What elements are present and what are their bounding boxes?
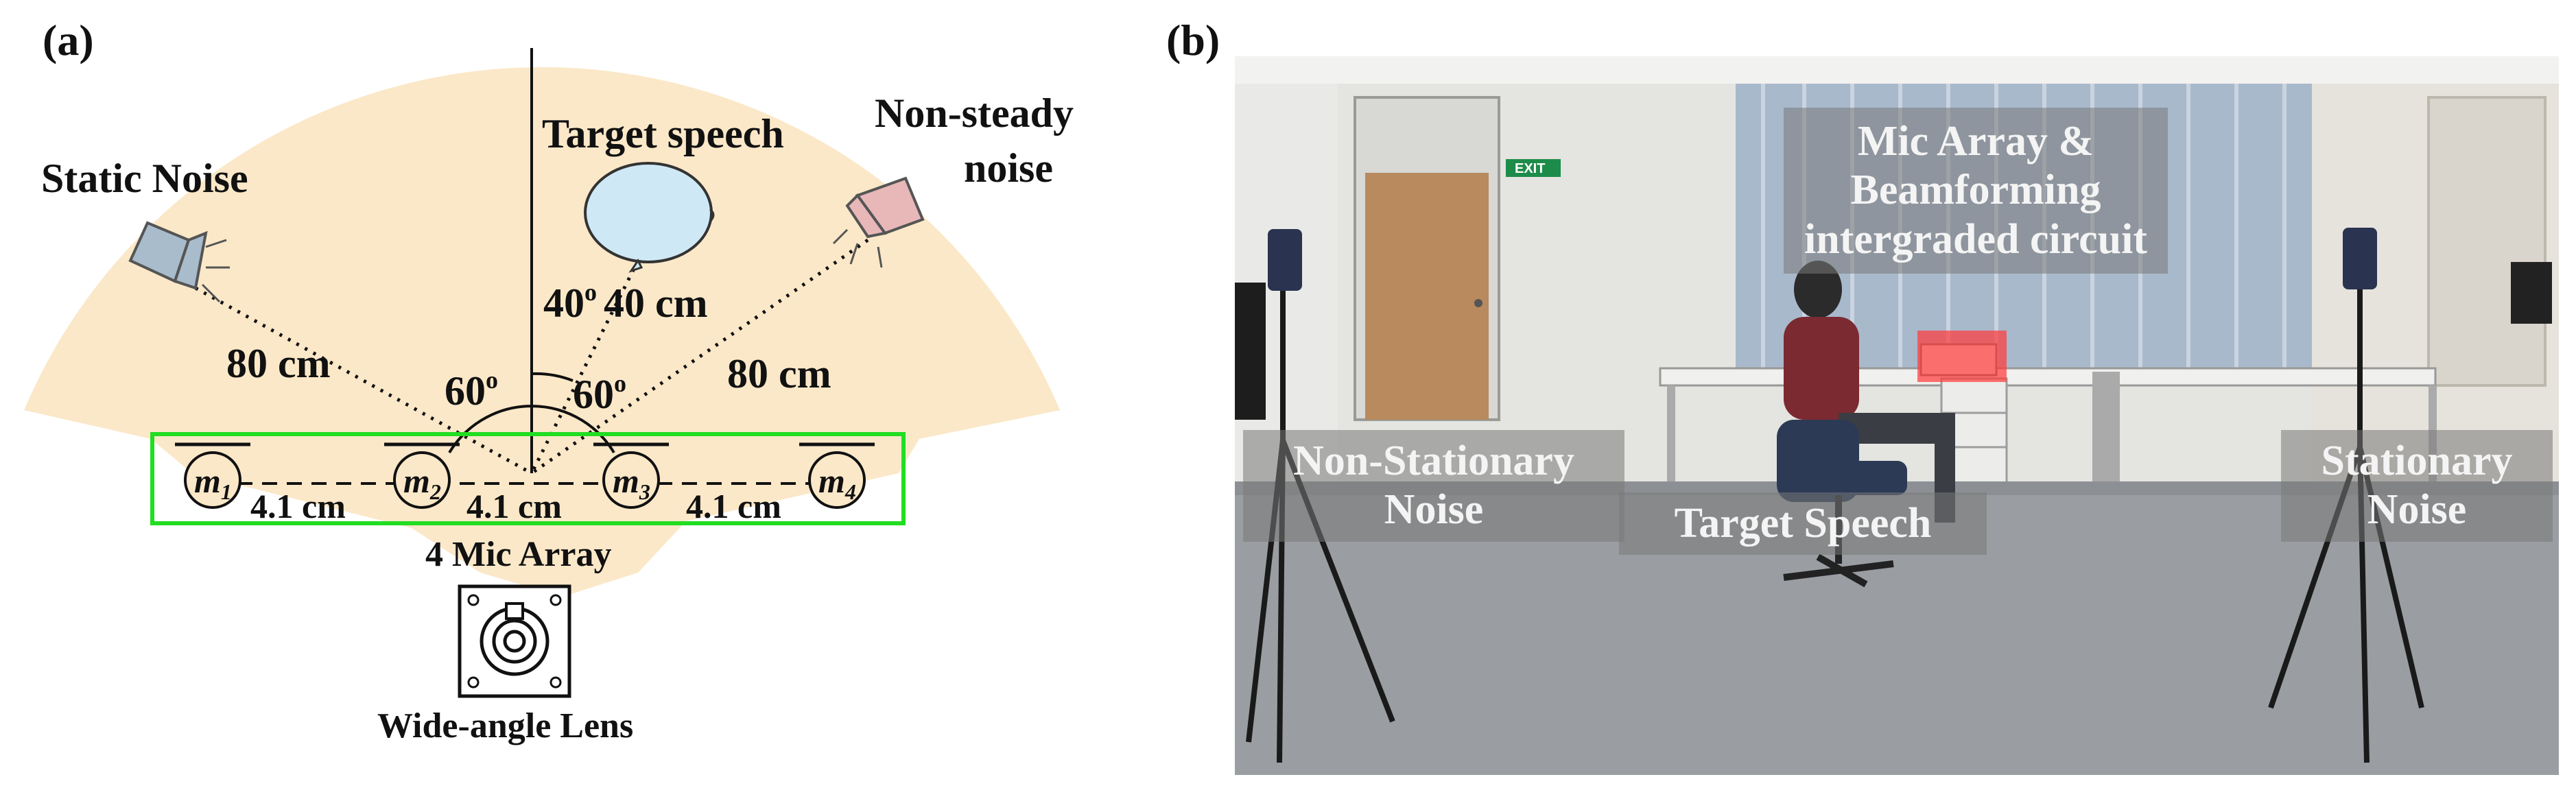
mic-array-label: 4 Mic Array [425,535,611,574]
spacing-1-label: 4.1 cm [250,487,346,525]
mic-1-label: m1 [194,462,232,504]
mic-array-box [150,432,906,525]
panel-b-label: (b) [1166,16,1220,64]
wide-angle-lens-icon [458,584,571,698]
mic-4-label: m4 [818,462,856,504]
left-speaker [1268,229,1302,291]
non-stationary-overlay-line1: Non-Stationary [1293,438,1574,484]
static-noise-label: Static Noise [41,156,248,201]
distance-80-left-label: 80 cm [226,341,331,386]
stationary-overlay-line1: Stationary [2321,438,2513,484]
angle-arc-60 [448,405,615,454]
pickup-fan [24,67,1060,597]
nonsteady-noise-path [530,238,869,475]
mic-array-overlay-line3: intergraded circuit [1804,215,2147,263]
target-speech-overlay: Target Speech [1619,492,1987,556]
angle-60-right-label: 60o [573,370,626,417]
mic-1-icon [175,442,250,509]
chair [1777,420,1907,588]
distance-40-label: 40 cm [604,280,708,326]
stationary-noise-overlay: Stationary Noise [2281,430,2553,542]
mic-4-icon [799,442,875,509]
angle-arc-40 [531,372,574,382]
non-stationary-noise-overlay: Non-Stationary Noise [1243,430,1624,542]
panel-b-photo: EXIT [1235,56,2559,775]
mic-2-icon [384,442,460,509]
table-top [1659,367,2437,387]
wide-angle-lens-label: Wide-angle Lens [377,706,633,745]
mic-array-highlight [1917,331,2007,382]
mic-array-overlay: Mic Array & Beamforming intergraded circ… [1784,108,2168,274]
mic-2-label: m2 [403,462,441,504]
angle-40-label: 40o [543,278,597,326]
target-speech-head-icon [584,162,715,273]
exit-sign [1506,159,1561,177]
target-speech-label: Target speech [542,111,784,156]
door [1365,173,1489,420]
panel-a-label: (a) [43,16,94,64]
distance-80-right-label: 80 cm [727,351,831,396]
mic-3-label: m3 [613,462,650,504]
floor [1235,481,2559,775]
target-speech-path [530,259,640,475]
mic-array-overlay-line1: Mic Array & [1857,118,2094,165]
exit-sign-text: EXIT [1515,161,1545,176]
stationary-overlay-line2: Noise [2367,486,2467,534]
angle-60-left-label: 60o [445,366,498,414]
spacing-3-label: 4.1 cm [686,487,781,525]
non-stationary-overlay-line2: Noise [1384,486,1484,534]
non-steady-noise-label-2: noise [964,145,1053,191]
spacing-2-label: 4.1 cm [466,487,562,525]
mic-array-overlay-line2: Beamforming [1850,167,2101,214]
non-steady-noise-label-1: Non-steady [875,91,1074,136]
static-noise-speaker-icon [128,221,230,303]
target-speech-overlay-text: Target Speech [1674,500,1932,547]
right-speaker [2343,228,2377,289]
panel-a-diagram: Static Noise Target speech Non-steady no… [24,48,1074,745]
mic-3-icon [593,442,669,509]
nonsteady-noise-speaker-icon [832,176,925,268]
